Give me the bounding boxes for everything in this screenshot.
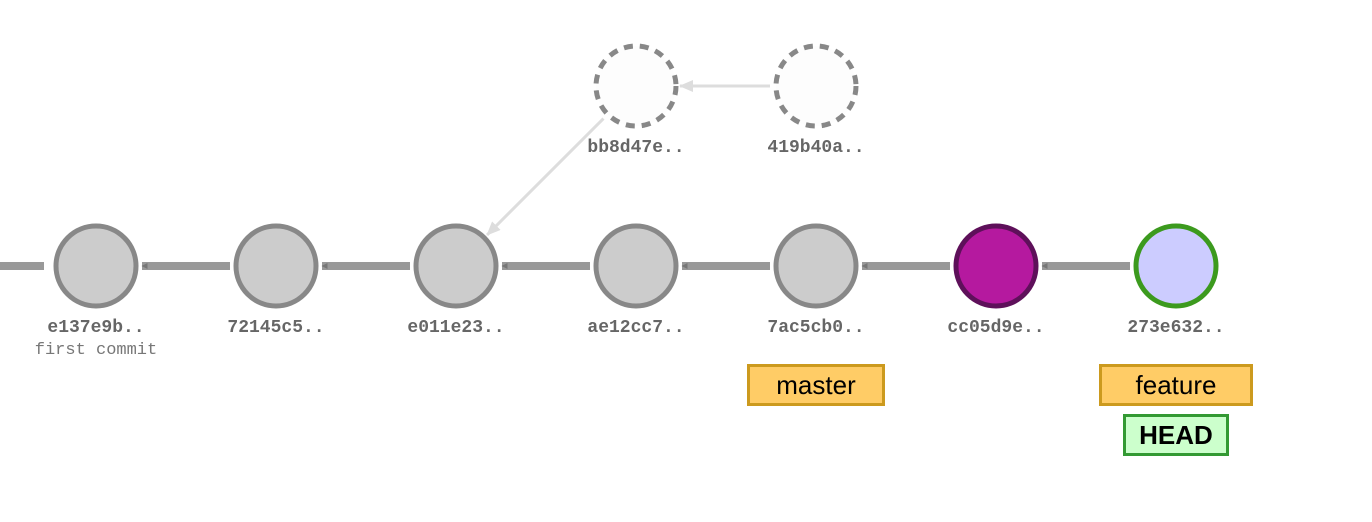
commit-node-cc05d9e[interactable] xyxy=(953,223,1039,309)
commit-node-419b40a[interactable] xyxy=(773,43,859,129)
commit-hash-label: 72145c5.. xyxy=(227,318,324,338)
commit-message-label: first commit xyxy=(35,341,157,360)
commit-node-ae12cc7[interactable] xyxy=(593,223,679,309)
edge-bb8d47e-to-e011e23 xyxy=(486,117,605,236)
commit-hash-label: 7ac5cb0.. xyxy=(767,318,864,338)
commit-hash-label: bb8d47e.. xyxy=(587,138,684,158)
commit-hash-label: 419b40a.. xyxy=(767,138,864,158)
branch-tag-master[interactable]: master xyxy=(747,364,885,406)
commit-hash-label: 273e632.. xyxy=(1127,318,1224,338)
commit-hash-label: cc05d9e.. xyxy=(947,318,1044,338)
commit-node-e137e9b[interactable] xyxy=(53,223,139,309)
commit-node-72145c5[interactable] xyxy=(233,223,319,309)
branch-tag-feature[interactable]: feature xyxy=(1099,364,1253,406)
commit-hash-label: e137e9b.. xyxy=(47,318,144,338)
commit-node-7ac5cb0[interactable] xyxy=(773,223,859,309)
commit-node-273e632[interactable] xyxy=(1133,223,1219,309)
commit-node-e011e23[interactable] xyxy=(413,223,499,309)
commit-hash-label: ae12cc7.. xyxy=(587,318,684,338)
commit-node-bb8d47e[interactable] xyxy=(593,43,679,129)
head-pointer-tag[interactable]: HEAD xyxy=(1123,414,1229,456)
commit-hash-label: e011e23.. xyxy=(407,318,504,338)
